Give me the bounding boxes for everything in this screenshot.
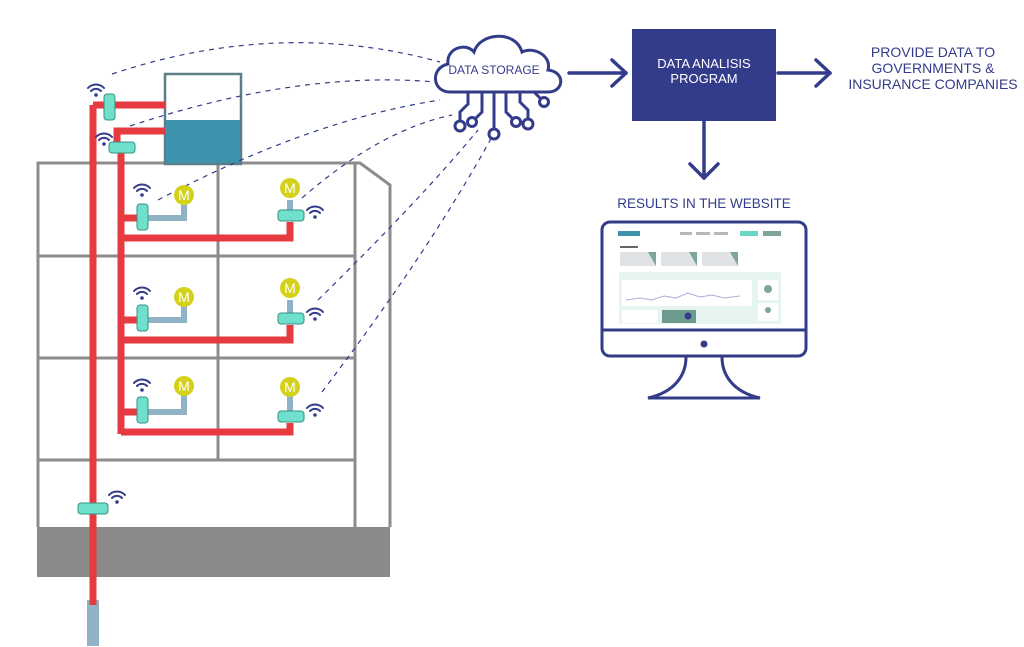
sensor-valves — [77, 93, 305, 515]
wifi-icon — [133, 183, 151, 198]
meter-pipe-2l — [146, 305, 187, 323]
arrow-icon — [567, 58, 628, 88]
link-main-valve — [111, 42, 441, 75]
floor2-branch — [121, 325, 294, 344]
link-floor2-right — [317, 129, 479, 301]
floor1-branch — [121, 222, 294, 242]
valve-floor3-right — [277, 410, 305, 423]
meter-icon: M — [280, 178, 300, 198]
wifi-icon — [108, 490, 126, 505]
meter-label: M — [178, 378, 190, 394]
pipe-network — [87, 101, 294, 646]
wireless-links — [111, 42, 494, 393]
valve-floor3-left — [136, 396, 149, 424]
link-floor3-right — [321, 134, 494, 393]
arrow-icon — [688, 119, 720, 180]
wifi-icon — [306, 307, 324, 322]
provide-data-label: PROVIDE DATA TO GOVERNMENTS & INSURANCE … — [848, 44, 1018, 93]
valve-floor2-left — [136, 304, 149, 332]
valve-floor1-left — [136, 203, 149, 231]
meter-pipe-1l — [146, 202, 187, 221]
meter-icon: M — [280, 377, 300, 397]
tank-water — [166, 120, 240, 163]
wifi-icon — [306, 403, 324, 418]
meter-label: M — [178, 289, 190, 305]
arrow-icon — [776, 58, 832, 88]
analysis-program-box — [632, 29, 776, 121]
meter-label: M — [284, 280, 296, 296]
building-outline — [36, 161, 392, 527]
wifi-icon — [87, 83, 105, 98]
meter-pipe-3l — [146, 394, 187, 415]
valve-floor1-right — [277, 209, 305, 222]
meter-icon: M — [174, 185, 194, 205]
website-preview — [614, 228, 782, 324]
meter-icon: M — [174, 287, 194, 307]
meter-icon: M — [280, 278, 300, 298]
monitor-icon — [600, 220, 808, 400]
flow-arrows — [567, 58, 832, 180]
valve-main — [103, 93, 116, 121]
wifi-icon — [133, 286, 151, 301]
wifi-icon — [306, 205, 324, 220]
link-floor1-left — [157, 99, 441, 201]
floor3-branch — [121, 423, 294, 436]
cloud-network-icon — [434, 34, 563, 141]
water-tank — [163, 72, 243, 166]
tank-outlet — [113, 127, 165, 146]
meter-label: M — [284, 379, 296, 395]
data-storage-label: DATA STORAGE — [448, 63, 540, 77]
link-tank-valve — [129, 79, 436, 127]
meter-icon: M — [174, 376, 194, 396]
wifi-icon — [133, 378, 151, 393]
link-floor1-right — [301, 114, 453, 199]
meter-label: M — [284, 180, 296, 196]
meter-label: M — [178, 187, 190, 203]
valve-tank — [108, 141, 136, 154]
valve-floor2-right — [277, 312, 305, 325]
analysis-program-label: DATA ANALISIS PROGRAM — [657, 56, 751, 86]
water-meters: M M M M M M — [174, 178, 300, 397]
results-website-label: RESULTS IN THE WEBSITE — [617, 196, 791, 211]
valve-ground — [77, 502, 109, 515]
